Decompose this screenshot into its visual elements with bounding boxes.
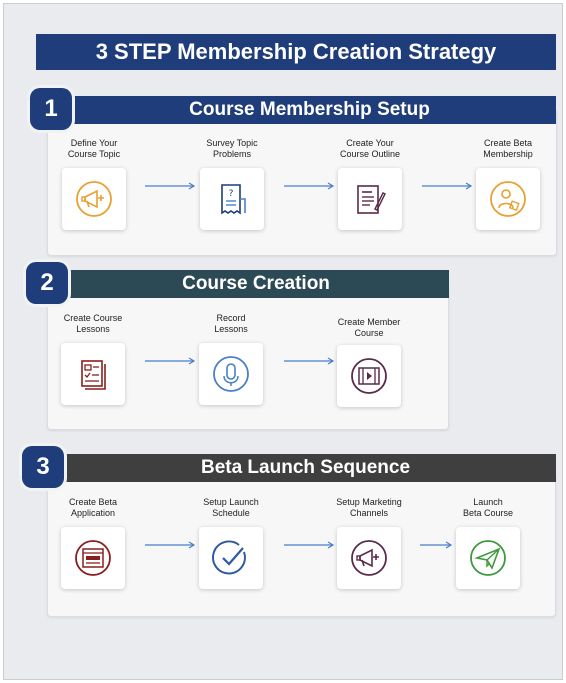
arrow-right-icon [284, 357, 335, 365]
step-label-line2: Course Topic [67, 149, 121, 159]
application-form-icon [75, 540, 111, 576]
step-icon-box [337, 527, 401, 589]
section-1-card [47, 108, 557, 256]
step-label: Create Beta Membership [448, 138, 566, 160]
step-label: Setup Marketing Channels [309, 497, 429, 519]
step-label: Survey Topic Problems [172, 138, 292, 160]
survey-receipt-icon: ? [221, 184, 246, 215]
section-2-number: 2 [40, 269, 54, 296]
section-2-number-badge: 2 [26, 262, 68, 304]
marketing-megaphone-icon [351, 540, 387, 576]
main-title-banner: 3 STEP Membership Creation Strategy [36, 34, 556, 70]
section-1-number-badge: 1 [30, 88, 72, 130]
step-label-line1: Create Your [346, 138, 394, 148]
section-2-header: Course Creation [63, 270, 449, 298]
step-label-line2: Lessons [214, 324, 248, 334]
arrow-right-icon [422, 182, 473, 190]
step-icon-box [61, 343, 125, 405]
step-icon-box: ? [200, 168, 264, 230]
main-title: 3 STEP Membership Creation Strategy [95, 39, 497, 64]
step-label-line1: Record [216, 313, 246, 323]
step-label-line1: Create Member [337, 317, 401, 327]
step-label: Launch Beta Course [428, 497, 548, 519]
step-label-line1: Launch [473, 497, 503, 507]
megaphone-icon [76, 181, 112, 217]
step-label-line1: Define Your [70, 138, 118, 148]
step-label-line1: Create Beta [483, 138, 533, 148]
checkmark-icon [211, 540, 246, 575]
step-label: Define Your Course Topic [34, 138, 154, 160]
document-pen-icon [357, 185, 386, 214]
step-label-line2: Channels [349, 508, 389, 518]
arrow-right-icon [145, 541, 196, 549]
step-icon-box [62, 168, 126, 230]
step-label-line2: Lessons [76, 324, 110, 334]
step-label: Create Member Course [309, 317, 429, 339]
step-label-line2: Course [354, 328, 384, 338]
step-label-line2: Membership [483, 149, 533, 159]
section-3-number: 3 [36, 453, 50, 480]
step-label-line2: Problems [212, 149, 251, 159]
step-label-line1: Survey Topic [206, 138, 258, 148]
step-icon-box [338, 168, 402, 230]
section-2-title: Course Creation [182, 273, 330, 294]
arrow-right-icon [284, 182, 335, 190]
step-label-line2: Beta Course [462, 508, 514, 518]
step-label-line1: Setup Marketing [336, 497, 402, 507]
step-icon-box [61, 527, 125, 589]
step-icon-box [337, 345, 401, 407]
arrow-right-icon [145, 182, 196, 190]
step-label-line2: Application [70, 508, 116, 518]
lessons-doc-icon [81, 360, 106, 390]
section-1-number: 1 [44, 95, 58, 122]
step-label: Record Lessons [171, 313, 291, 335]
step-label-line1: Create Beta [68, 497, 118, 507]
arrow-right-icon [284, 541, 335, 549]
step-label-line1: Create Course [63, 313, 123, 323]
step-icon-box [456, 527, 520, 589]
step-label: Create Your Course Outline [310, 138, 430, 160]
step-label-line1: Setup Launch [203, 497, 259, 507]
section-3-number-badge: 3 [22, 446, 64, 488]
section-1-header: Course Membership Setup [63, 96, 556, 124]
arrow-right-icon [420, 541, 453, 549]
paper-plane-icon [470, 540, 506, 576]
step-label-line2: Schedule [212, 508, 250, 518]
section-3-header: Beta Launch Sequence [55, 454, 556, 482]
step-icon-box [476, 168, 540, 230]
step-label: Create Beta Application [33, 497, 153, 519]
svg-text:?: ? [229, 189, 234, 199]
step-label: Setup Launch Schedule [171, 497, 291, 519]
microphone-icon [213, 356, 249, 392]
arrow-right-icon [145, 357, 196, 365]
section-1-title: Course Membership Setup [189, 99, 430, 120]
step-icon-box [199, 343, 263, 405]
step-label: Create Course Lessons [33, 313, 153, 335]
step-label-line2: Course Outline [339, 149, 401, 159]
step-icon-box [199, 527, 263, 589]
section-3-title: Beta Launch Sequence [200, 457, 411, 478]
film-icon [351, 358, 387, 394]
user-badge-icon [490, 181, 526, 217]
